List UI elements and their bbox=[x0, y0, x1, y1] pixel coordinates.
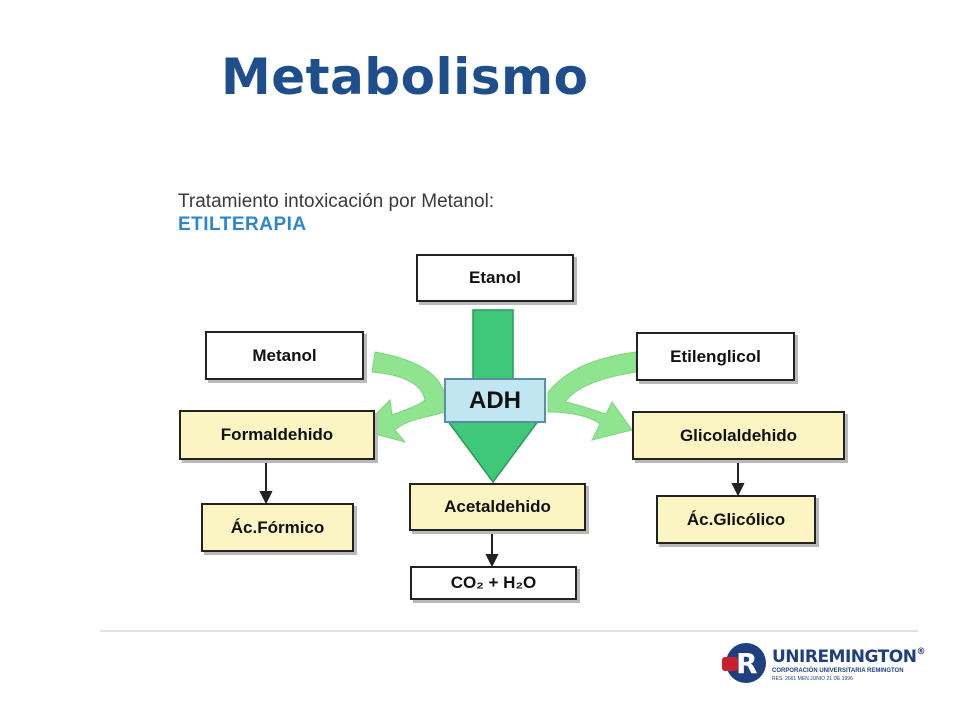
logo-tagline: CORPORACIÓN UNIVERSITARIA REMINGTON bbox=[772, 668, 904, 674]
page-title: Metabolismo bbox=[221, 48, 589, 106]
node-etanol: Etanol bbox=[416, 254, 574, 302]
logo-mark-icon: R bbox=[722, 643, 766, 683]
diagram-subtitle: Tratamiento intoxicación por Metanol: bbox=[178, 191, 495, 212]
node-ac-glicolico: Ác.Glicólico bbox=[656, 495, 816, 544]
node-metanol: Metanol bbox=[205, 331, 364, 380]
node-etilenglicol: Etilenglicol bbox=[636, 332, 795, 381]
diagram-subtitle-highlight: ETILTERAPIA bbox=[178, 214, 307, 235]
node-formaldehido: Formaldehido bbox=[179, 410, 375, 460]
arrow-metanol-to-formaldehido bbox=[359, 351, 446, 443]
arrow-etilenglicol-to-glicolaldehido bbox=[547, 351, 637, 441]
node-acetaldehido: Acetaldehido bbox=[409, 483, 586, 531]
logo-name: UNIREMINGTON® bbox=[772, 647, 925, 667]
uniremington-logo: R UNIREMINGTON® CORPORACIÓN UNIVERSITARI… bbox=[722, 641, 925, 691]
node-glicolaldehido: Glicolaldehido bbox=[632, 411, 845, 460]
node-adh: ADH bbox=[444, 378, 546, 423]
logo-resolution: RES. 2661 MEN JUNIO 21 DE 1996 bbox=[772, 676, 853, 682]
footer-divider bbox=[100, 630, 918, 632]
node-co2-h2o: CO₂ + H₂O bbox=[410, 566, 577, 600]
node-ac-formico: Ác.Fórmico bbox=[201, 503, 354, 552]
